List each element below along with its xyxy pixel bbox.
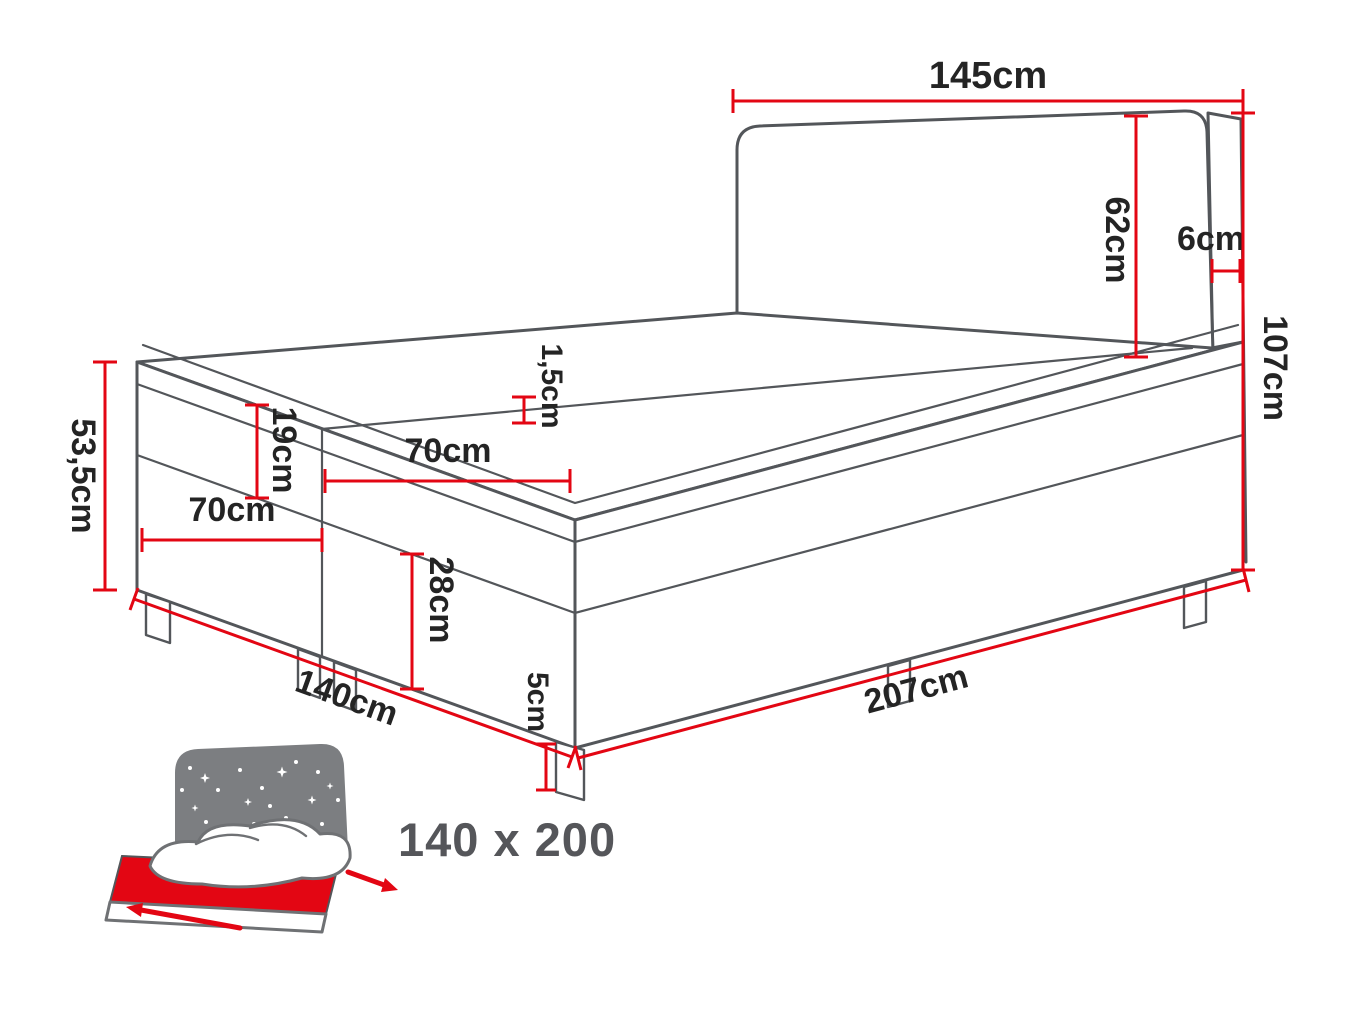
dimension-top-half-width: 70cm: [323, 432, 572, 493]
dimension-headboard-width: 145cm: [731, 55, 1245, 113]
bed-drawing: [135, 109, 1248, 750]
dimension-leg-height: 5cm: [521, 672, 556, 792]
dim-label-topper-edge: 1,5cm: [535, 343, 568, 428]
size-label: 140 x 200: [398, 813, 616, 866]
dim-label-mattress-height: 19cm: [265, 407, 303, 494]
dim-label-top-half-width: 70cm: [405, 432, 492, 470]
size-pictogram: 140 x 200: [104, 743, 616, 934]
dimension-box-height: 28cm: [400, 552, 460, 691]
dimension-topper-edge: 1,5cm: [512, 343, 568, 429]
dimension-mattress-height: 19cm: [245, 403, 303, 500]
leg-foot-far: [144, 592, 172, 645]
dim-label-headboard-height: 62cm: [1098, 197, 1136, 284]
dim-line: [577, 578, 1247, 760]
mattress-edge-piping: [135, 362, 1245, 544]
leg-head-corner: [1182, 579, 1208, 630]
dim-label-leg-height: 5cm: [521, 672, 554, 732]
mattress-base-seam: [135, 433, 1245, 615]
headboard-front: [735, 109, 1215, 357]
duvet-fold: [194, 833, 260, 846]
pictogram-base: [104, 900, 328, 934]
dim-line: [133, 597, 573, 759]
dimension-headboard-thickness: 6cm: [1177, 220, 1245, 283]
duvet-fold: [248, 823, 308, 838]
dimension-total-height: 107cm: [1231, 111, 1294, 572]
dim-label-front-half-width: 70cm: [189, 491, 276, 529]
dim-tick: [573, 745, 583, 771]
dim-tick: [128, 587, 140, 611]
length-arrow: [345, 869, 398, 892]
dim-label-headboard-width: 145cm: [929, 55, 1047, 97]
dim-label-side-height: 53,5cm: [64, 418, 102, 533]
dim-label-headboard-thickness: 6cm: [1177, 220, 1245, 258]
dimension-side-height: 53,5cm: [64, 360, 117, 592]
dim-tick: [1241, 567, 1251, 593]
dim-label-box-height: 28cm: [422, 557, 460, 644]
pictogram-duvet: [148, 818, 352, 889]
topper-edge-seam: [141, 323, 1240, 505]
width-arrow: [126, 903, 243, 931]
leg-near-corner: [554, 740, 586, 802]
top-centre-seam: [320, 346, 1194, 431]
dim-label-total-height: 107cm: [1256, 315, 1294, 421]
dimension-front-half-width: 70cm: [140, 491, 324, 552]
dimension-headboard-height: 62cm: [1098, 114, 1148, 359]
